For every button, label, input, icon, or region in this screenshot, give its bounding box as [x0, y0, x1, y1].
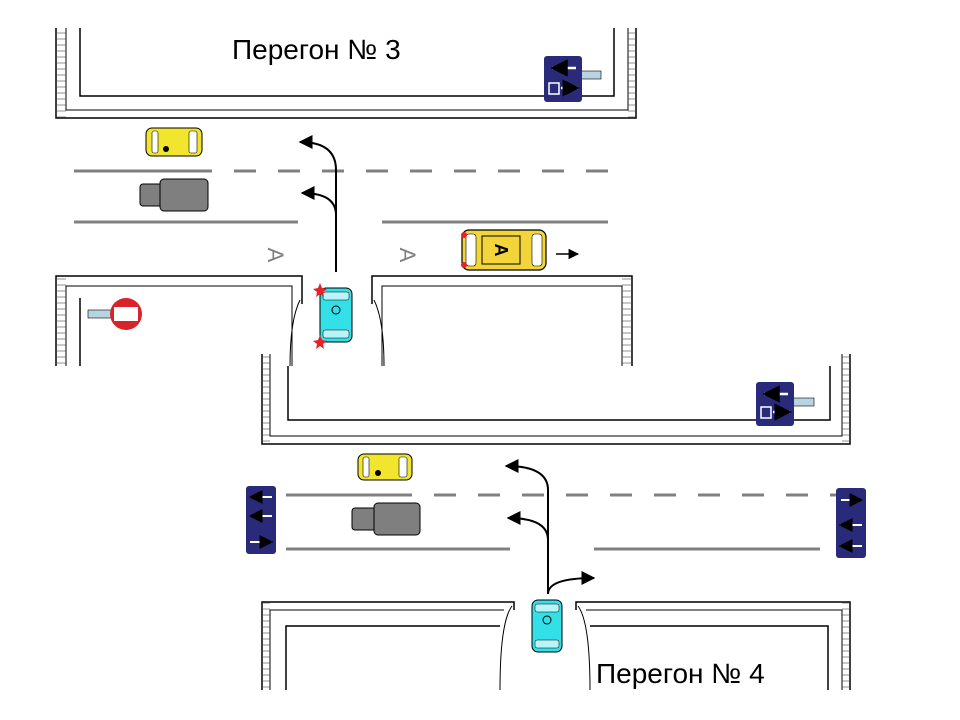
lower-road-markings [286, 493, 836, 551]
bus-lane-marking-right: А [395, 248, 420, 263]
top-road-markings: А А [74, 169, 612, 263]
segment-4-title: Перегон № 4 [596, 658, 765, 689]
yellow-taxi-lower [357, 453, 413, 481]
gray-truck-lower [351, 502, 421, 536]
bottom-building-block [261, 601, 851, 691]
top-turn-arrows [298, 135, 580, 272]
lane-direction-sign-middle [756, 382, 815, 426]
bus-letter: А [491, 244, 511, 257]
middle-building-block [55, 275, 851, 445]
lower-turn-arrows [504, 459, 596, 595]
gray-truck-top [139, 178, 209, 212]
lane-sign-left [246, 486, 276, 554]
cyan-car-exiting [313, 283, 353, 349]
lane-direction-sign-top [544, 56, 602, 102]
top-building-block [55, 28, 637, 119]
segment-3-title: Перегон № 3 [232, 34, 401, 65]
yellow-bus: А [461, 229, 547, 271]
lane-sign-right [836, 488, 866, 558]
no-entry-sign [87, 298, 142, 330]
yellow-taxi-top [145, 127, 203, 157]
bus-lane-marking-left: А [263, 248, 288, 263]
cyan-car-lower [531, 599, 563, 653]
